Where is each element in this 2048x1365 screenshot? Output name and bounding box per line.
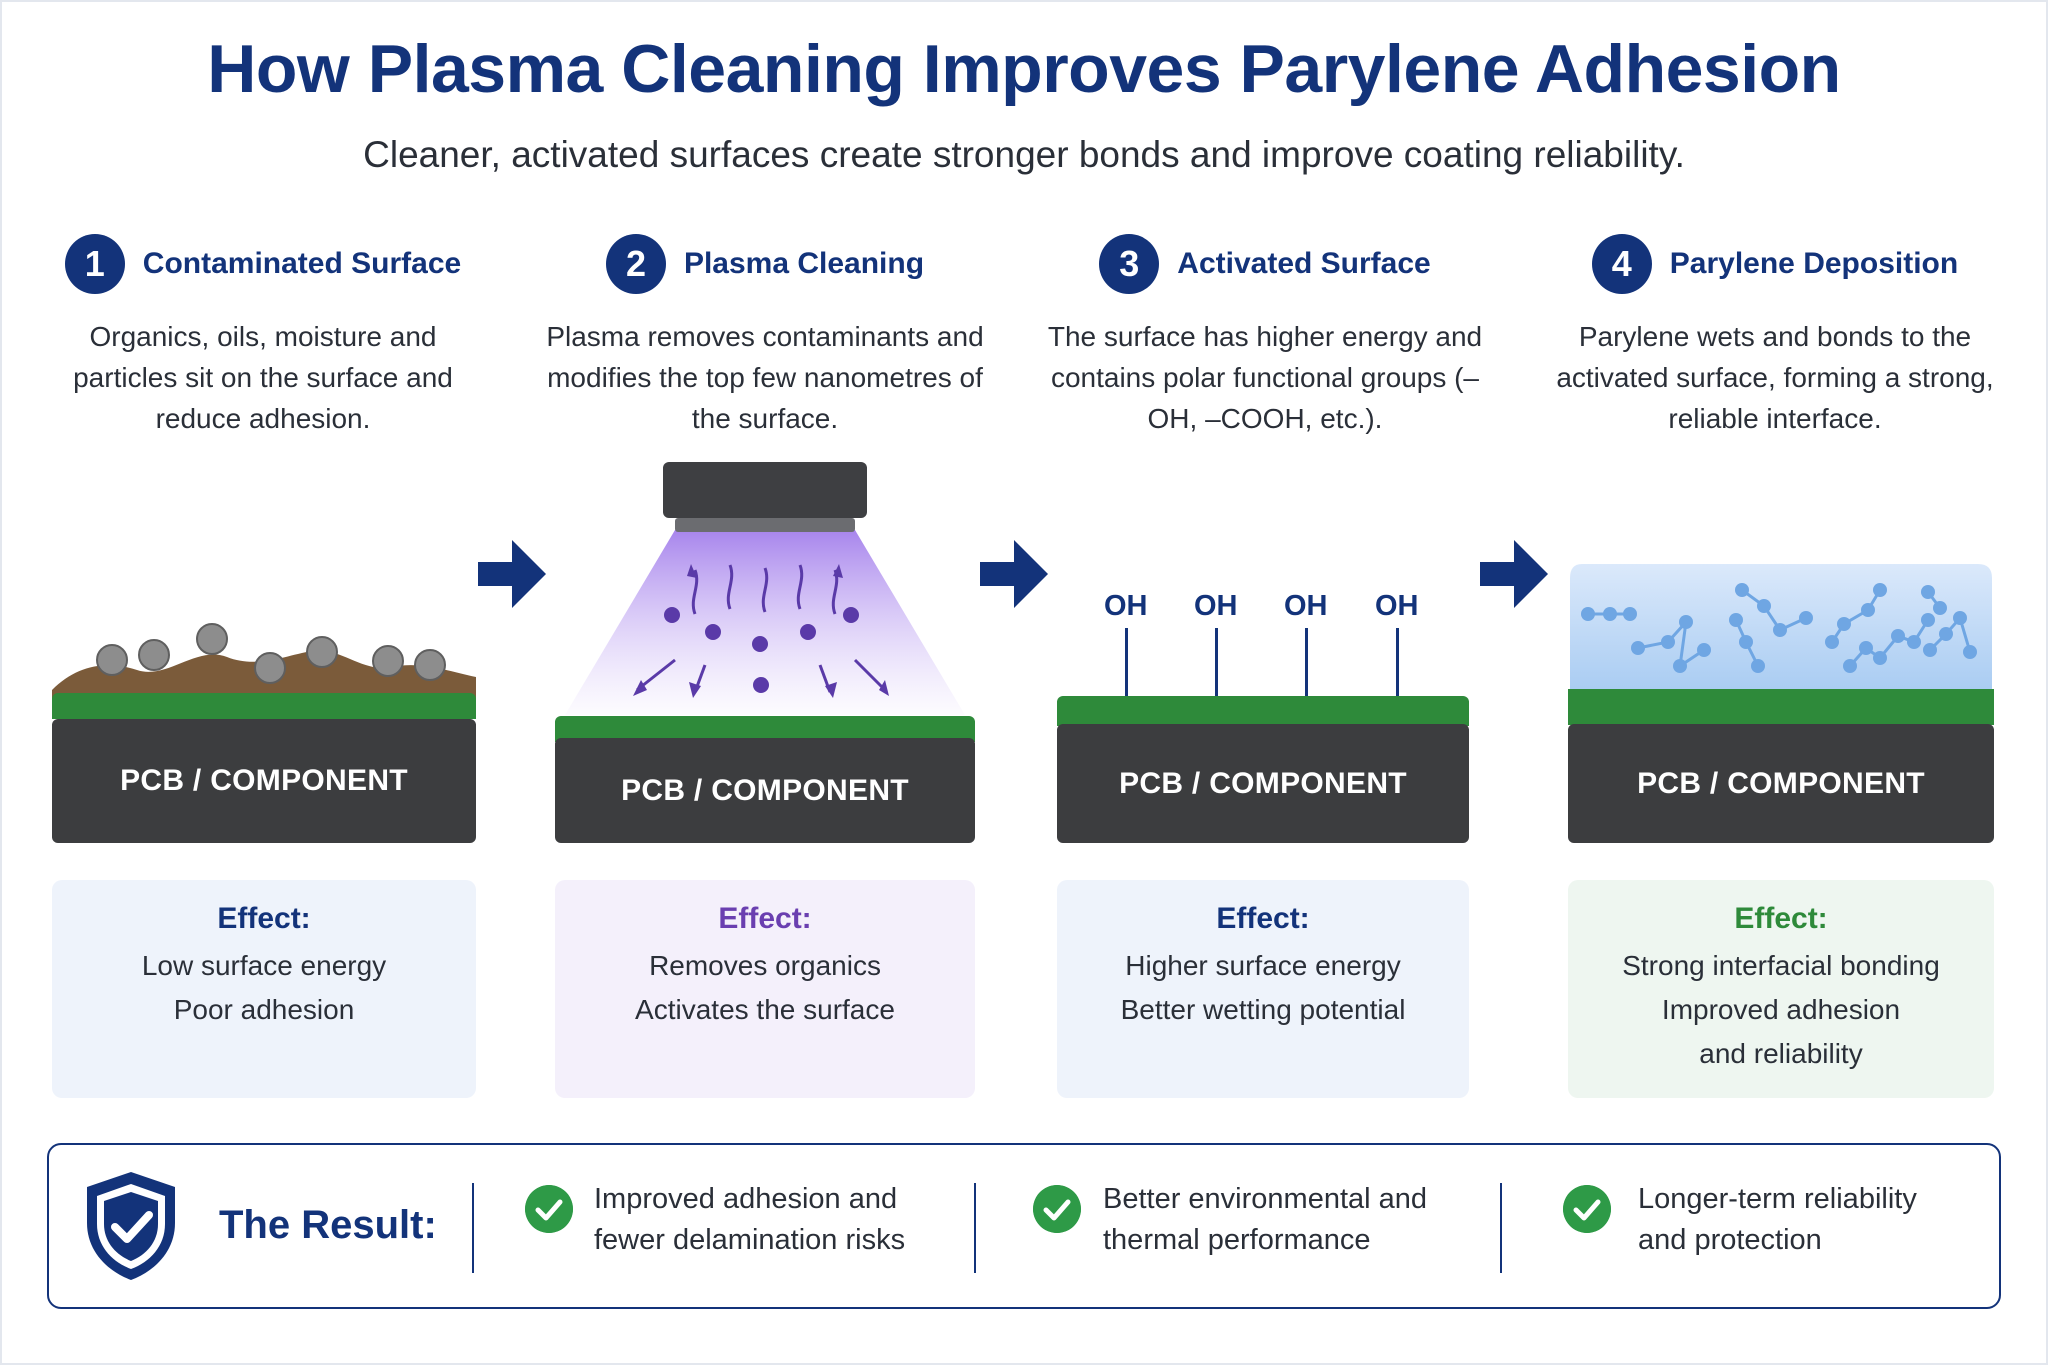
pcb-component-block: PCB / COMPONENT <box>52 719 476 843</box>
pcb-component-block: PCB / COMPONENT <box>1568 724 1994 843</box>
step-description: Organics, oils, moisture and particles s… <box>73 321 453 434</box>
effect-line: and reliability <box>1699 1038 1863 1069</box>
effect-heading: Effect: <box>217 902 311 935</box>
step-number-badge: 3 <box>1099 234 1160 294</box>
check-circle-icon <box>1033 1185 1081 1233</box>
step-description: Plasma removes contaminants and modifies… <box>546 321 984 434</box>
step-number-badge: 1 <box>64 234 125 294</box>
result-panel: The Result: Improved adhesion and fewer … <box>47 1143 2001 1309</box>
step-1: 1 Contaminated Surface Organics, oils, m… <box>28 232 498 439</box>
functional-group-bond <box>1305 628 1308 698</box>
contaminant-particle-icon <box>138 639 170 671</box>
oh-group-label: OH <box>1194 590 1238 622</box>
plasma-ion <box>705 624 721 640</box>
oh-group-label: OH <box>1284 590 1328 622</box>
result-label: The Result: <box>219 1203 437 1247</box>
plasma-nozzle-icon <box>663 462 867 518</box>
effect-line: Activates the surface <box>635 994 895 1025</box>
page-title: How Plasma Cleaning Improves Parylene Ad… <box>207 31 1841 107</box>
step-4: 4 Parylene Deposition Parylene wets and … <box>1540 232 2010 439</box>
page-subtitle: Cleaner, activated surfaces create stron… <box>363 134 1685 175</box>
effect-line: Removes organics <box>649 950 881 981</box>
step-3: 3 Activated Surface The surface has high… <box>1030 232 1500 439</box>
effect-box-4: Effect: Strong interfacial bonding Impro… <box>1568 880 1994 1098</box>
contaminant-particle-icon <box>372 645 404 677</box>
contaminant-particle-icon <box>414 649 446 681</box>
arrow-right-icon <box>980 540 1048 608</box>
effect-line: Improved adhesion <box>1661 994 1901 1025</box>
step-title: Plasma Cleaning <box>683 247 925 280</box>
pcb-component-block: PCB / COMPONENT <box>1057 724 1469 843</box>
copper-green-layer <box>52 693 476 719</box>
contaminant-particle-icon <box>196 623 228 655</box>
shield-check-icon <box>87 1172 175 1280</box>
contaminant-particle-icon <box>306 636 338 668</box>
step-2: 2 Plasma Cleaning Plasma removes contami… <box>530 232 1000 439</box>
step-description: The surface has higher energy and contai… <box>1047 321 1483 434</box>
effect-heading: Effect: <box>718 902 812 935</box>
plasma-ion <box>752 636 768 652</box>
functional-group-bond <box>1396 628 1399 698</box>
effect-line: Better wetting potential <box>1120 994 1406 1025</box>
plasma-ion <box>664 607 680 623</box>
plasma-ion <box>843 607 859 623</box>
parylene-coating-illustration <box>1570 564 1992 692</box>
result-item: Longer-term reliability and protection <box>1638 1183 1917 1256</box>
pcb-component-block: PCB / COMPONENT <box>555 738 975 843</box>
copper-green-layer <box>555 716 975 742</box>
copper-green-layer <box>1568 689 1994 725</box>
effect-heading: Effect: <box>1216 902 1310 935</box>
check-circle-icon <box>1563 1185 1611 1233</box>
oh-group-label: OH <box>1375 590 1419 622</box>
effect-line: Strong interfacial bonding <box>1622 950 1940 981</box>
result-divider <box>974 1183 976 1273</box>
result-item: Improved adhesion and fewer delamination… <box>594 1183 906 1256</box>
plasma-cleaning-illustration <box>565 462 965 715</box>
plasma-ion <box>753 677 769 693</box>
result-divider <box>472 1183 474 1273</box>
check-circle-icon <box>525 1185 573 1233</box>
functional-group-bond <box>1215 628 1218 698</box>
step-title: Activated Surface <box>1177 247 1431 280</box>
contaminant-particle-icon <box>254 652 286 684</box>
result-divider <box>1500 1183 1502 1273</box>
step-title: Contaminated Surface <box>142 247 462 280</box>
step-header: 1 Contaminated Surface <box>28 232 498 296</box>
effect-line: Poor adhesion <box>173 994 355 1025</box>
plasma-nozzle-tip <box>675 518 855 532</box>
step-header: 2 Plasma Cleaning <box>530 232 1000 296</box>
step-header: 4 Parylene Deposition <box>1540 232 2010 296</box>
result-item: Better environmental and thermal perform… <box>1103 1183 1428 1256</box>
contaminant-particle-icon <box>96 644 128 676</box>
effect-line: Low surface energy <box>141 950 387 981</box>
functional-group-bond <box>1125 628 1128 698</box>
effect-box-1: Effect: Low surface energy Poor adhesion <box>52 880 476 1098</box>
effect-heading: Effect: <box>1734 902 1828 935</box>
step-description: Parylene wets and bonds to the activated… <box>1556 321 1994 434</box>
step-title: Parylene Deposition <box>1669 247 1959 280</box>
step-number-badge: 4 <box>1591 234 1652 294</box>
arrow-right-icon <box>1480 540 1548 608</box>
step-number-badge: 2 <box>605 234 666 294</box>
arrow-right-icon <box>478 540 546 608</box>
plasma-ion <box>800 624 816 640</box>
oh-group-label: OH <box>1104 590 1148 622</box>
effect-box-2: Effect: Removes organics Activates the s… <box>555 880 975 1098</box>
effect-box-3: Effect: Higher surface energy Better wet… <box>1057 880 1469 1098</box>
step-header: 3 Activated Surface <box>1030 232 1500 296</box>
copper-green-layer <box>1057 696 1469 726</box>
effect-line: Higher surface energy <box>1125 950 1401 981</box>
